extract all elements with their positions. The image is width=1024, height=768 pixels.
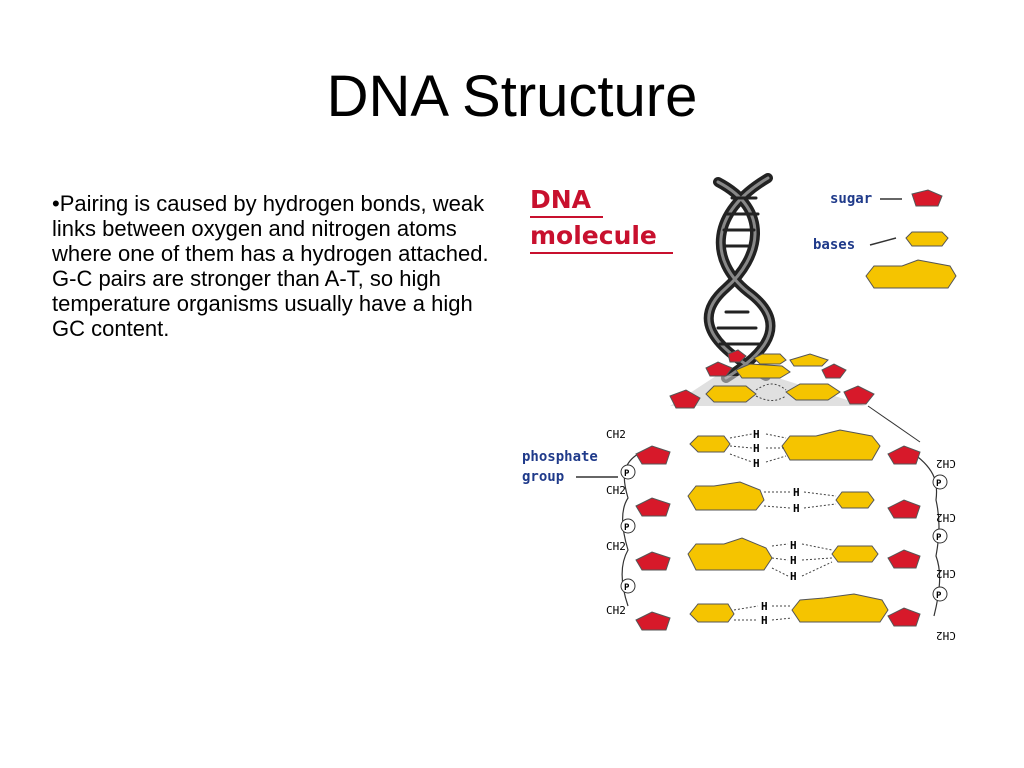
base-pair-row-2 xyxy=(635,481,921,519)
base-pair-row-1 xyxy=(635,429,921,465)
h-label: H xyxy=(753,442,760,455)
backbone-links xyxy=(621,453,941,617)
label-group: group xyxy=(522,469,565,485)
p-label: P xyxy=(624,469,630,479)
hydrogen-bond-dots xyxy=(755,383,787,401)
label-phosphate: phosphate xyxy=(522,449,598,465)
hydrogen-bond-lines xyxy=(729,433,837,621)
label-sugar: sugar xyxy=(830,191,873,207)
ch2-label: CH2 xyxy=(936,457,956,470)
h-label: H xyxy=(761,614,768,627)
expanded-top-rungs xyxy=(669,349,875,409)
ch2-label: CH2 xyxy=(606,540,626,553)
dna-diagram-svg xyxy=(576,173,957,631)
figure-title-molecule: molecule xyxy=(530,221,657,250)
phosphate-circles xyxy=(620,464,948,602)
figure-title-dna: DNA xyxy=(530,185,592,214)
h-label: H xyxy=(753,457,760,470)
h-label: H xyxy=(793,502,800,515)
ch2-label: CH2 xyxy=(936,511,956,524)
dna-molecule-figure: DNA molecule sugar bases phosphate group xyxy=(510,170,980,670)
base-pair-row-3 xyxy=(635,537,921,571)
h-label: H xyxy=(753,428,760,441)
label-bases: bases xyxy=(813,237,856,253)
ch2-label: CH2 xyxy=(936,567,956,580)
p-label: P xyxy=(936,591,942,601)
h-label: H xyxy=(790,539,797,552)
h-label: H xyxy=(790,570,797,583)
double-helix xyxy=(703,173,776,383)
title-underline xyxy=(530,252,673,254)
bullet-text: •Pairing is caused by hydrogen bonds, we… xyxy=(52,191,489,341)
ch2-label: CH2 xyxy=(606,484,626,497)
legend-sugar-shape xyxy=(911,189,943,207)
p-label: P xyxy=(624,523,630,533)
ch2-label: CH2 xyxy=(606,428,626,441)
p-label: P xyxy=(624,583,630,593)
legend-base-small-shape xyxy=(905,231,949,247)
ch2-label: CH2 xyxy=(606,604,626,617)
p-label: P xyxy=(936,533,942,543)
base-pair-row-4 xyxy=(635,593,921,631)
h-label: H xyxy=(793,486,800,499)
h-label: H xyxy=(790,554,797,567)
h-label: H xyxy=(761,600,768,613)
legend-base-large-shape xyxy=(865,259,957,289)
title-underline xyxy=(530,216,603,218)
ch2-label: CH2 xyxy=(936,629,956,642)
p-label: P xyxy=(936,479,942,489)
slide-title: DNA Structure xyxy=(326,64,698,129)
